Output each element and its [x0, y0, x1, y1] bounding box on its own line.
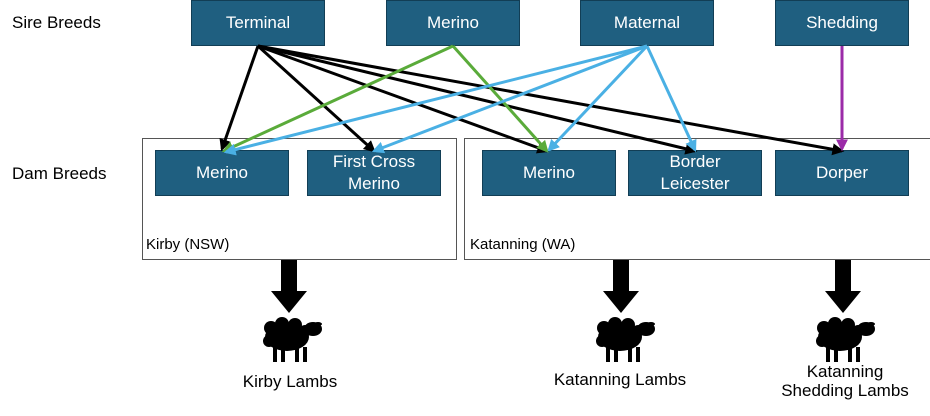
kirby-down-arrow [271, 260, 307, 313]
arrow-maternal-to-katanning-merino [547, 44, 649, 152]
arrow-maternal-to-border-leicester [645, 45, 697, 153]
katanning-sheep-icon [596, 317, 655, 362]
kirby-sheep-icon [263, 317, 322, 362]
arrow-terminal-to-dorper [257, 44, 845, 156]
shedding-down-arrow [825, 260, 861, 313]
dam-breeds-label: Dam Breeds [12, 164, 107, 183]
kirby-merino-box: Merino [155, 150, 289, 196]
arrow-merino-to-katanning-merino [451, 44, 549, 153]
arrow-terminal-to-border-leicester [257, 44, 698, 155]
sire-merino-box: Merino [386, 0, 520, 46]
katanning-merino-box: Merino [482, 150, 616, 196]
sire-maternal-box: Maternal [580, 0, 714, 46]
katanning-lambs-label: Katanning Lambs [553, 370, 687, 389]
katanning-group [464, 138, 930, 260]
katanning-dorper-box: Dorper [775, 150, 909, 196]
arrow-terminal-to-kirby-merino [219, 45, 260, 152]
arrow-maternal-to-kirby-merino [223, 44, 648, 156]
sire-breeds-label: Sire Breeds [12, 13, 101, 32]
kirby-lambs-label: Kirby Lambs [242, 372, 338, 391]
shedding-sheep-icon [816, 317, 875, 362]
arrow-terminal-to-kirby-first-cross [256, 44, 376, 153]
sire-terminal-box: Terminal [191, 0, 325, 46]
katanning-group-label: Katanning (WA) [470, 236, 576, 253]
kirby-group-label: Kirby (NSW) [146, 236, 230, 253]
kirby-first-cross-merino-box: First Cross Merino [307, 150, 441, 196]
kirby-group [142, 138, 457, 260]
katanning-down-arrow [603, 260, 639, 313]
katanning-shedding-lambs-label: Katanning Shedding Lambs [781, 362, 909, 400]
sire-shedding-box: Shedding [775, 0, 909, 46]
arrow-terminal-to-katanning-merino [257, 44, 550, 154]
arrow-merino-to-kirby-merino [221, 44, 454, 153]
katanning-border-leicester-box: Border Leicester [628, 150, 762, 196]
arrow-maternal-to-kirby-first-cross [371, 44, 648, 154]
